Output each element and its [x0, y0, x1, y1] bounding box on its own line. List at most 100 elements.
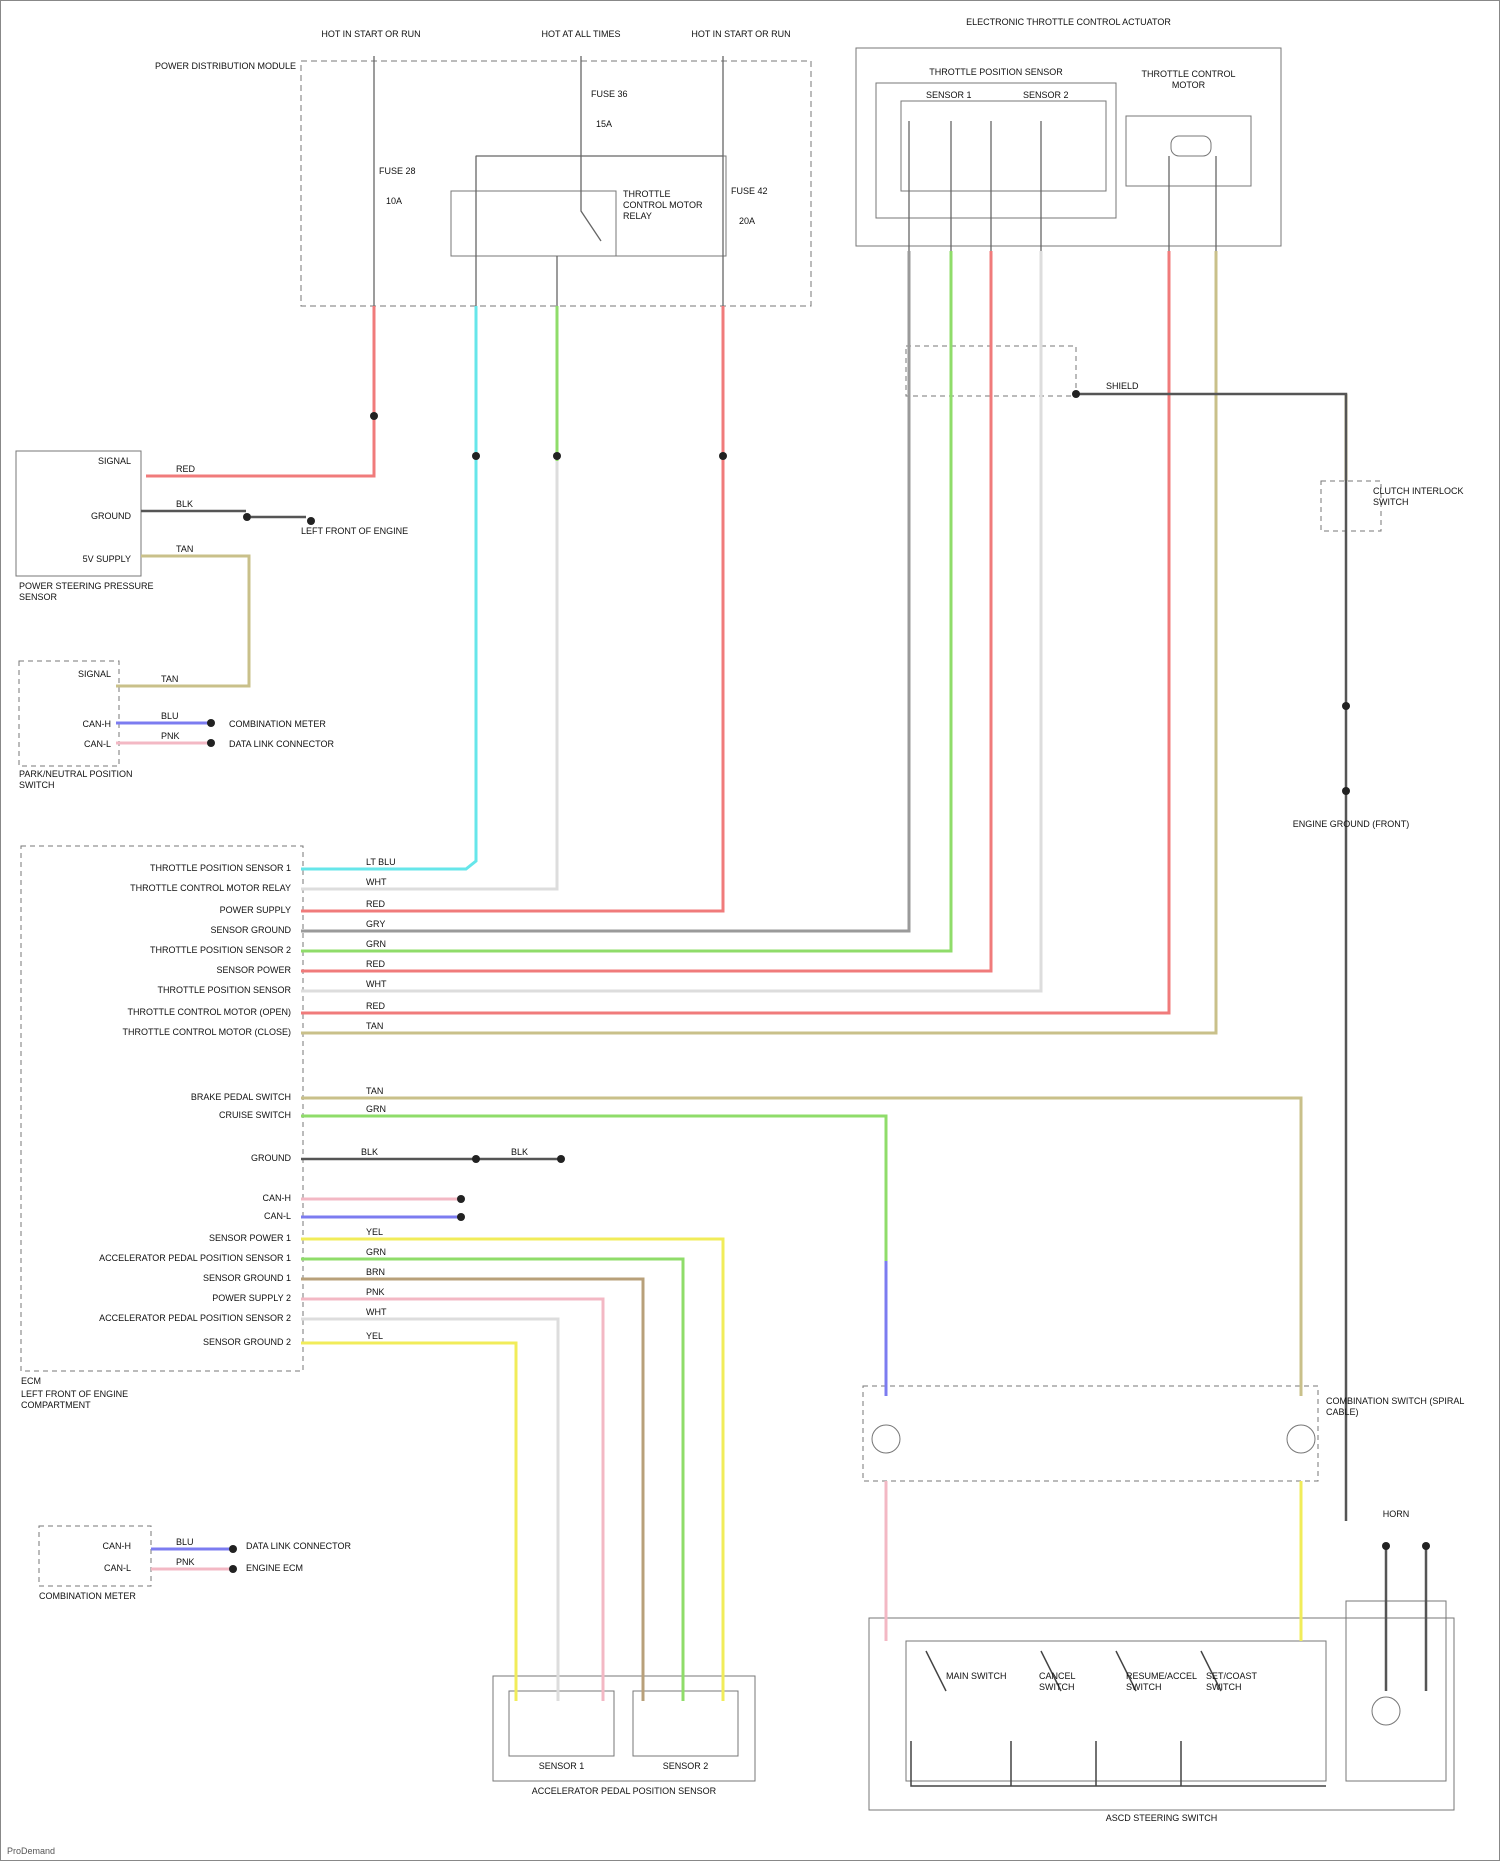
- shield-label: SHIELD: [1106, 381, 1139, 392]
- junction-dot: [472, 1155, 480, 1163]
- cm-dest-2: ENGINE ECM: [246, 1563, 303, 1574]
- junction-dot: [229, 1545, 237, 1553]
- ecm-pin-label: GROUND: [41, 1153, 291, 1164]
- ecm-pin-label: SENSOR GROUND 1: [41, 1273, 291, 1284]
- wire-gray-sensor-gnd: [301, 251, 909, 931]
- ecm-pin-label: CRUISE SWITCH: [41, 1110, 291, 1121]
- wire-code: WHT: [366, 877, 387, 888]
- spiral-cable-title: COMBINATION SWITCH (SPIRAL CABLE): [1326, 1396, 1476, 1418]
- neutral-switch-title: PARK/NEUTRAL POSITION SWITCH: [19, 769, 154, 791]
- fuse-c-amp: 20A: [739, 216, 755, 227]
- wire-cyan-tps: [301, 306, 476, 869]
- fuse-b-label: FUSE 36: [591, 89, 628, 100]
- clutch-switch-title: CLUTCH INTERLOCK SWITCH: [1373, 486, 1493, 508]
- wire-green-tps2: [301, 251, 951, 951]
- wire-code: RED: [176, 464, 195, 475]
- footer-brand: ProDemand: [7, 1846, 55, 1857]
- ecm-pin-label: ACCELERATOR PEDAL POSITION SENSOR 1: [41, 1253, 291, 1264]
- cm-pin-canl: CAN-L: [43, 1563, 131, 1574]
- junction-dot: [207, 739, 215, 747]
- wire-code: LT BLU: [366, 857, 396, 868]
- junction-dot: [1072, 390, 1080, 398]
- ps-pin-ground: GROUND: [21, 511, 131, 522]
- motor-label: THROTTLE CONTROL MOTOR: [1131, 69, 1246, 91]
- wire-code: GRN: [366, 939, 386, 950]
- steering-switch-title: ASCD STEERING SWITCH: [869, 1813, 1454, 1824]
- junction-dot: [719, 452, 727, 460]
- ps-sensor-title: POWER STEERING PRESSURE SENSOR: [19, 581, 184, 603]
- ecm-title: ECM: [21, 1376, 41, 1387]
- neutral-pin-signal: SIGNAL: [23, 669, 111, 680]
- tps-sensor1: SENSOR 1: [926, 90, 972, 101]
- combination-meter-box: [39, 1526, 151, 1586]
- spiral-right: [1287, 1425, 1315, 1453]
- junction-dot: [207, 719, 215, 727]
- junction-dot: [472, 452, 480, 460]
- wire-code: YEL: [366, 1227, 383, 1238]
- sw-cancel: CANCEL SWITCH: [1039, 1671, 1104, 1693]
- wire-code: TAN: [161, 674, 178, 685]
- relay-label: THROTTLE CONTROL MOTOR RELAY: [623, 189, 703, 222]
- wire-code: RED: [366, 1001, 385, 1012]
- wire-code: BLU: [161, 711, 179, 722]
- wire-red-motor-open: [301, 251, 1169, 1013]
- ecm-pin-label: POWER SUPPLY 2: [41, 1293, 291, 1304]
- engine-ground-front: ENGINE GROUND (FRONT): [1276, 819, 1426, 830]
- ecm-pin-label: SENSOR POWER 1: [41, 1233, 291, 1244]
- wire-code: GRN: [366, 1247, 386, 1258]
- wire-white-app2: [301, 1319, 558, 1701]
- tps-sensor2: SENSOR 2: [1023, 90, 1069, 101]
- ecm-pin-label: THROTTLE CONTROL MOTOR RELAY: [41, 883, 291, 894]
- wire-green-app1: [301, 1259, 683, 1701]
- horn-symbol: [1372, 1697, 1400, 1725]
- fuse-b-amp: 15A: [596, 119, 612, 130]
- junction-dot: [1342, 787, 1350, 795]
- neutral-pin-canl: CAN-L: [23, 739, 111, 750]
- wire-code: YEL: [366, 1331, 383, 1342]
- wire-code: PNK: [366, 1287, 385, 1298]
- app-sensor-title: ACCELERATOR PEDAL POSITION SENSOR: [493, 1786, 755, 1797]
- tps-box: [876, 83, 1116, 218]
- clutch-switch-box: [1321, 481, 1381, 531]
- junction-dot: [457, 1213, 465, 1221]
- junction-dots: [207, 390, 1430, 1573]
- wire-pdm-red-ps: [146, 306, 374, 476]
- wire-code: BLU: [176, 1537, 194, 1548]
- can-dest-1: COMBINATION METER: [229, 719, 326, 730]
- app-s2: SENSOR 2: [633, 1761, 738, 1772]
- ecm-pin-label: THROTTLE POSITION SENSOR 1: [41, 863, 291, 874]
- ecm-pin-label: ACCELERATOR PEDAL POSITION SENSOR 2: [41, 1313, 291, 1324]
- wire-code: BLK: [176, 499, 193, 510]
- tps-title: THROTTLE POSITION SENSOR: [876, 67, 1116, 78]
- wire-code: WHT: [366, 1307, 387, 1318]
- wire-red-sensor-pwr: [301, 251, 991, 971]
- ecm-pin-label: BRAKE PEDAL SWITCH: [41, 1092, 291, 1103]
- wire-code: TAN: [366, 1021, 383, 1032]
- wire-code: PNK: [176, 1557, 195, 1568]
- wire-code: TAN: [366, 1086, 383, 1097]
- ecm-pin-label: SENSOR GROUND 2: [41, 1337, 291, 1348]
- motor-inner: [1171, 136, 1211, 156]
- wire-yellow-app2: [301, 1343, 516, 1701]
- neutral-pin-canh: CAN-H: [23, 719, 111, 730]
- junction-dot: [229, 1565, 237, 1573]
- fuse-a-amp: 10A: [386, 196, 402, 207]
- motor-box: [1126, 116, 1251, 186]
- ecm-pin-label: SENSOR GROUND: [41, 925, 291, 936]
- pdm-feed-mid: HOT AT ALL TIMES: [531, 29, 631, 40]
- junction-dot: [553, 452, 561, 460]
- wire-code: BLK: [511, 1147, 528, 1158]
- tps-inner-box: [901, 101, 1106, 191]
- junction-dot: [1422, 1542, 1430, 1550]
- junction-dot: [557, 1155, 565, 1163]
- wire-red-power: [301, 306, 723, 911]
- wire-code: RED: [366, 959, 385, 970]
- fuse-a-label: FUSE 28: [379, 166, 416, 177]
- app-sensor1-box: [509, 1691, 614, 1756]
- spiral-cable-box: [863, 1386, 1318, 1481]
- ps-pin-5v: 5V SUPPLY: [21, 554, 131, 565]
- steering-inner-box: [906, 1641, 1326, 1781]
- junction-dot: [370, 412, 378, 420]
- fuse-c-label: FUSE 42: [731, 186, 768, 197]
